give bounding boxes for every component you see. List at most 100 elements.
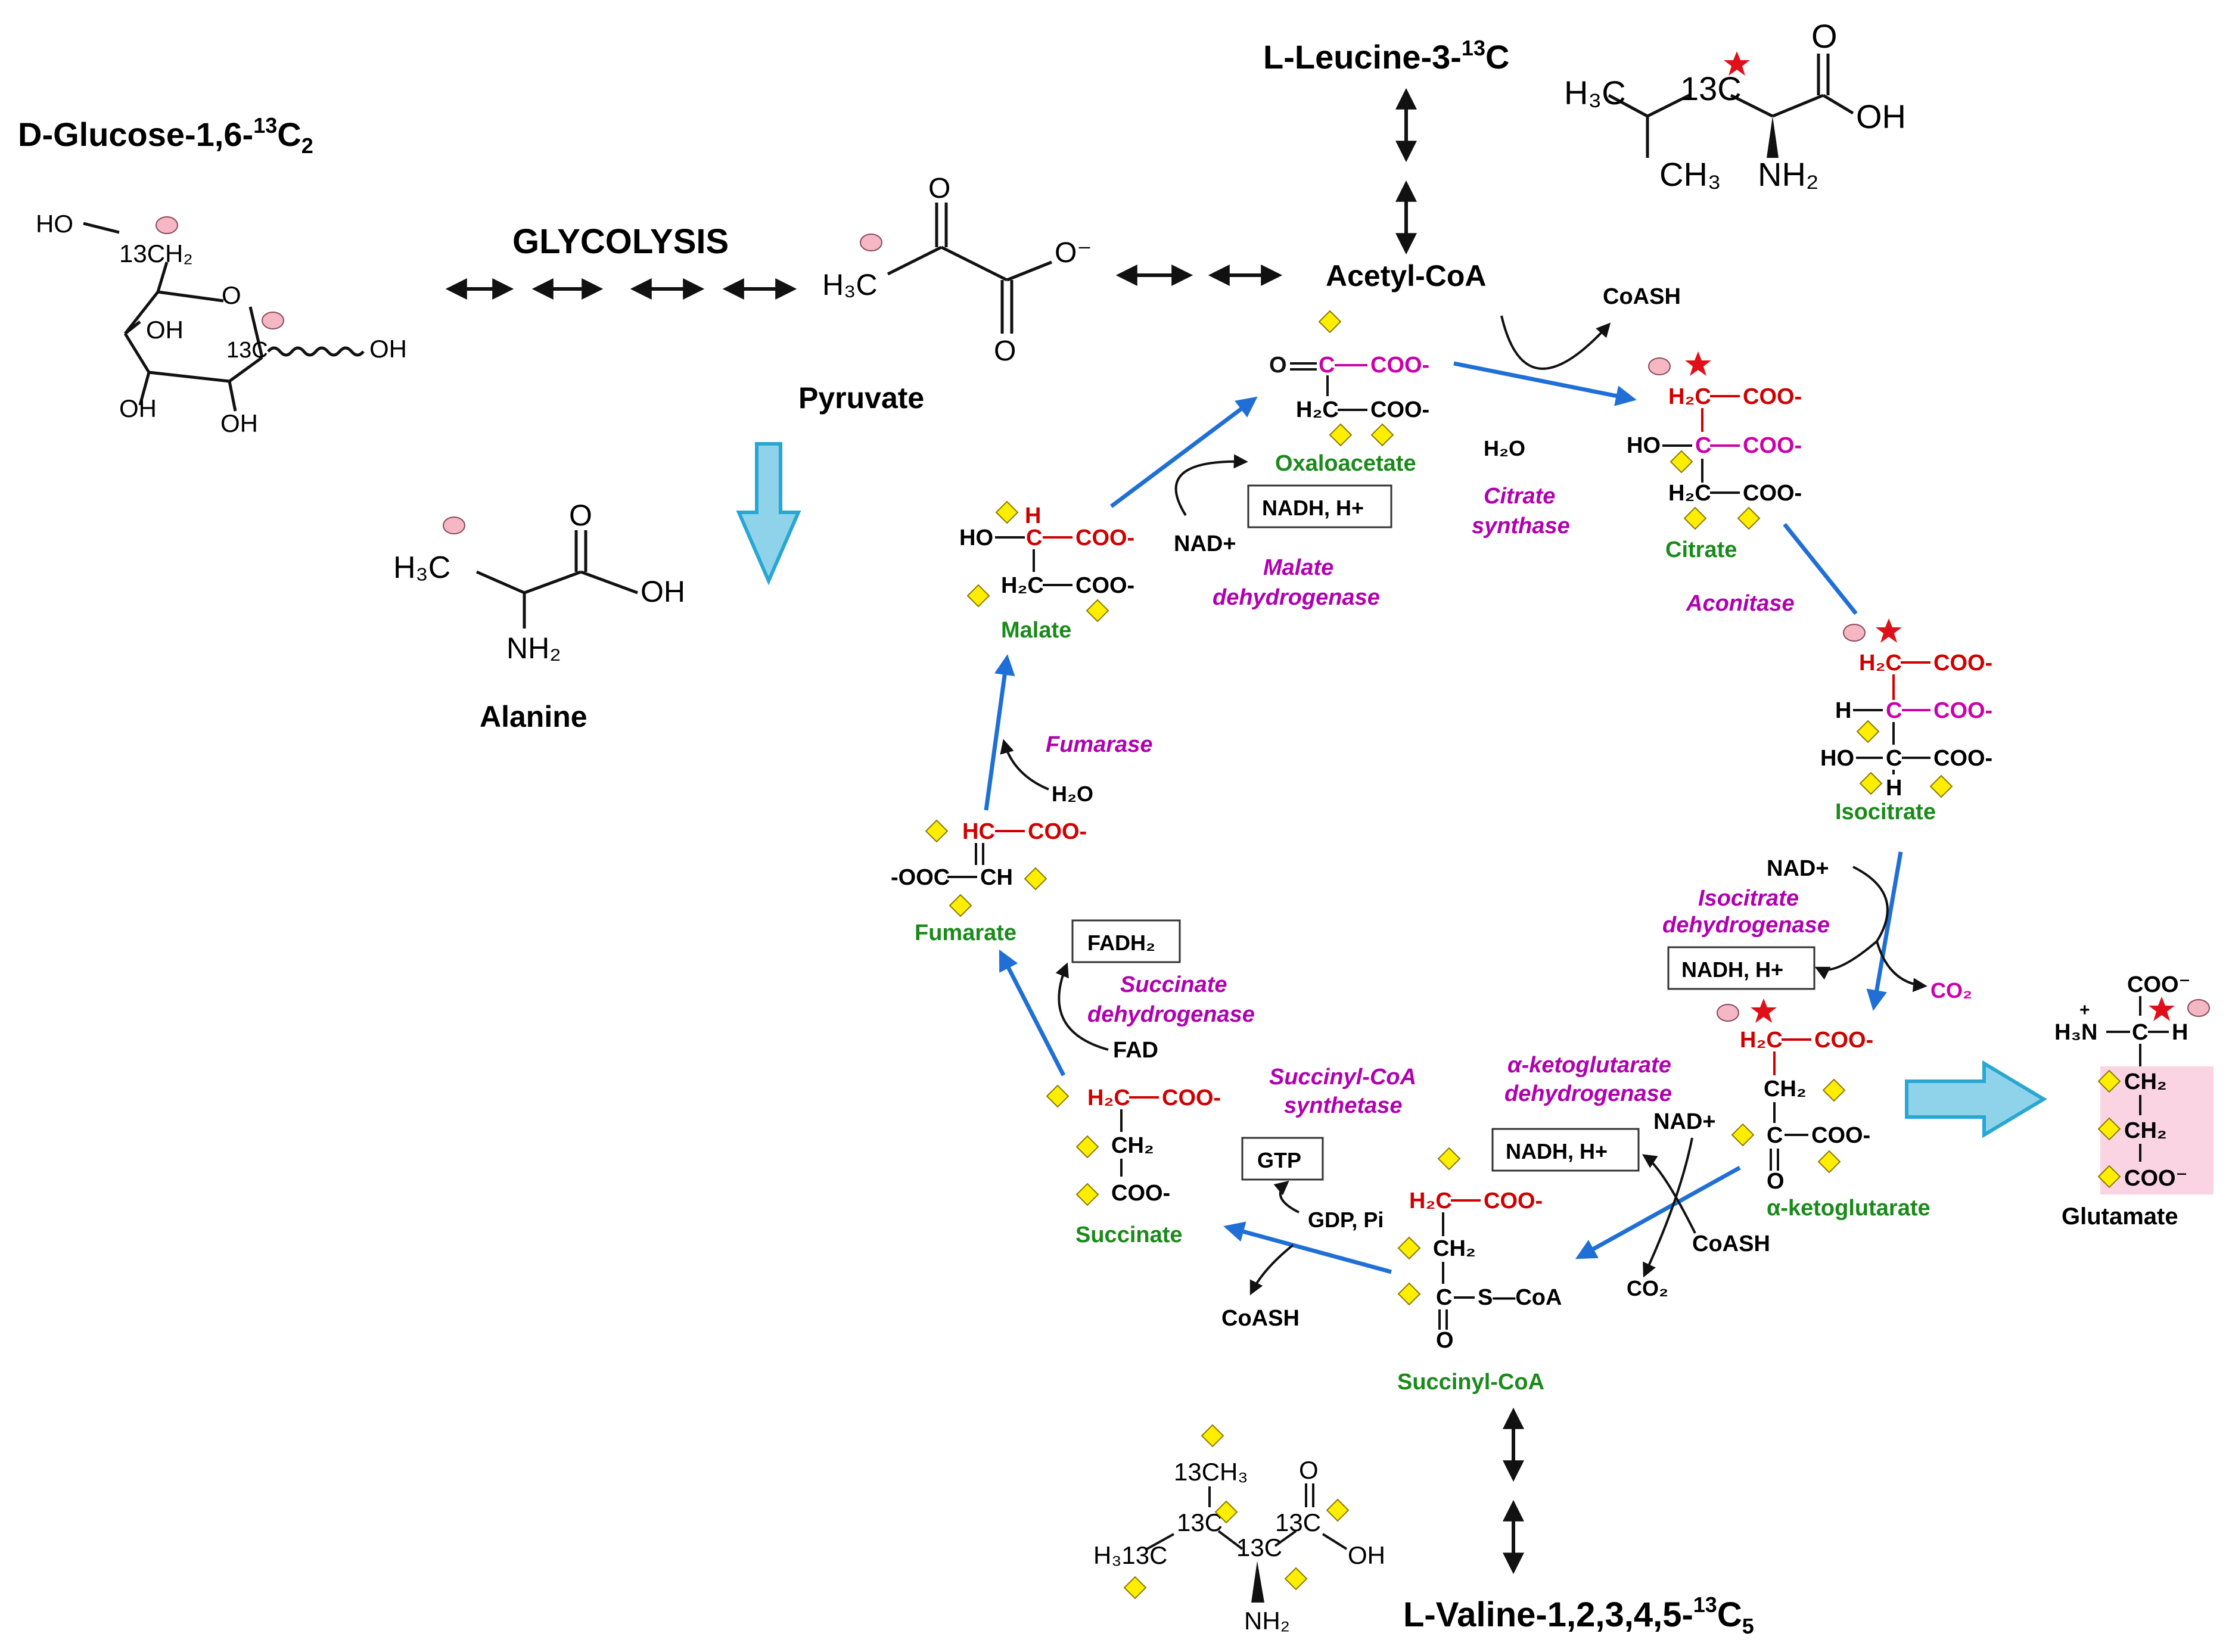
isocitrate-ho: HO xyxy=(1820,746,1854,771)
fumarate-marker-3 xyxy=(949,894,972,917)
fumarase-h2o: H₂O xyxy=(1052,782,1093,806)
isocitrate-dh-nad: NAD+ xyxy=(1767,856,1829,881)
leucine-o: O xyxy=(1811,17,1838,55)
succinylcoa-marker-top xyxy=(1438,1147,1460,1170)
malate-marker-left xyxy=(967,584,990,607)
akg-coo-top: COO- xyxy=(1814,1028,1873,1053)
succinate-name: Succinate xyxy=(1075,1222,1183,1247)
glucose-label-marker-c6 xyxy=(156,216,178,234)
oxaloacetate-name: Oxaloacetate xyxy=(1275,451,1416,476)
alanine-label-marker xyxy=(443,517,465,534)
malate-h: H xyxy=(1025,503,1041,528)
isocitrate-section: H₂C COO- H C COO- HO C COO- H Isocitrate xyxy=(1820,618,1992,825)
scs-gtp-box xyxy=(1241,1137,1324,1181)
fumarase-h2o-arrow xyxy=(1000,739,1049,791)
akg-coo-bottom: COO- xyxy=(1811,1123,1870,1148)
succinate-marker-top xyxy=(1046,1085,1069,1107)
malate-dh-nad: NAD+ xyxy=(1174,531,1236,556)
isocitrate-dh-nadh: NADH, H+ xyxy=(1681,957,1783,982)
sdh-fadh2: FADH₂ xyxy=(1087,931,1155,955)
citrate-coo-1: COO- xyxy=(1743,384,1802,409)
glutamate-coo-top: COO⁻ xyxy=(2127,972,2191,997)
valine-c1: 13C xyxy=(1275,1508,1321,1536)
sdh-fad: FAD xyxy=(1113,1038,1158,1063)
citrate-synthase-name-2: synthase xyxy=(1472,514,1570,539)
akg-dh-co2-arrow xyxy=(1643,1137,1693,1278)
malate-coo-bottom: COO- xyxy=(1075,573,1134,598)
glutamate-section: COO⁻ H₃N + C H CH₂ CH₂ COO⁻ Glutamate xyxy=(2054,972,2214,1230)
succinylcoa-c: C xyxy=(1436,1285,1452,1310)
akg-dh-co2: CO₂ xyxy=(1627,1276,1668,1301)
valine-c5: H₃13C xyxy=(1093,1541,1167,1569)
scs-name-1: Succinyl-CoA xyxy=(1269,1065,1416,1090)
cycle-arrow-succinylcoa-to-succinate xyxy=(1223,1221,1392,1274)
oxaloacetate-marker-c3 xyxy=(1329,424,1352,446)
pyruvate-keto-o: O xyxy=(928,173,950,204)
alanine-oh: OH xyxy=(641,575,685,608)
oaa-h2c: H₂C xyxy=(1296,397,1339,422)
akg-c2: C xyxy=(1767,1123,1783,1148)
fumarate-section: HC COO- -OOC CH Fumarate xyxy=(891,819,1087,945)
malate-dh-name-2: dehydrogenase xyxy=(1213,585,1380,610)
akg-dh-nadh: NADH, H+ xyxy=(1506,1139,1608,1163)
isocitrate-marker-c5 xyxy=(1930,775,1953,798)
succinylcoa-coo: COO- xyxy=(1484,1189,1543,1214)
citrate-synthase-name-1: Citrate xyxy=(1484,484,1555,509)
pyruvate-to-alanine-arrow xyxy=(736,442,801,586)
fumarate-marker-1 xyxy=(925,820,948,842)
valine-c4: 13CH₃ xyxy=(1174,1458,1248,1486)
succinylcoa-o: O xyxy=(1436,1328,1454,1353)
valine-o: O xyxy=(1299,1456,1319,1484)
akg-dh-coash: CoASH xyxy=(1692,1231,1770,1256)
valine-oh: OH xyxy=(1348,1541,1385,1569)
akg-h2c: H₂C xyxy=(1740,1028,1783,1053)
valine-marker-c1 xyxy=(1326,1499,1349,1522)
glycolysis-section: GLYCOLYSIS xyxy=(445,222,1283,300)
citrate-synthase-coash-arrow xyxy=(1500,315,1611,370)
leucine-ch3: CH₃ xyxy=(1659,155,1721,193)
akg-marker-c1 xyxy=(1818,1150,1841,1173)
glutamate-coo-bottom: COO⁻ xyxy=(2124,1166,2188,1191)
isocitrate-h2c: H₂C xyxy=(1859,651,1902,676)
succinylcoa-name: Succinyl-CoA xyxy=(1397,1370,1544,1395)
oxaloacetate-section: O C COO- H₂C COO- Oxaloacetate xyxy=(1269,310,1429,476)
citrate-c3: C xyxy=(1695,433,1711,458)
glucose-c1: 13C xyxy=(226,338,268,363)
scs-gtp: GTP xyxy=(1257,1148,1301,1172)
isocitrate-marker-c4 xyxy=(1860,772,1882,795)
succinylcoa-h2c: H₂C xyxy=(1409,1189,1452,1214)
akg-dh-name-2: dehydrogenase xyxy=(1504,1081,1672,1106)
valine-marker-c5 xyxy=(1124,1576,1146,1599)
akg-dh-name-1: α-ketoglutarate xyxy=(1507,1053,1671,1078)
pyruvate-label-marker xyxy=(860,234,882,251)
sdh-name-2: dehydrogenase xyxy=(1087,1002,1255,1027)
scs-coash: CoASH xyxy=(1221,1306,1300,1331)
citrate-leucine-marker xyxy=(1685,351,1711,376)
isocitrate-dh-nadh-arrow xyxy=(1814,866,1889,980)
leucine-title: L-Leucine-3-13C xyxy=(1263,36,1509,76)
leucine-oh: OH xyxy=(1856,98,1906,135)
succinate-marker-ch2 xyxy=(1076,1135,1099,1158)
cycle-arrow-succinate-to-fumarate xyxy=(999,949,1066,1077)
citrate-coo-2: COO- xyxy=(1743,433,1802,458)
isocitrate-dh-co2-arrow xyxy=(1876,941,1928,993)
acetyl-coa-name: Acetyl-CoA xyxy=(1326,259,1486,293)
glucose-oh-4: OH xyxy=(146,316,184,344)
isocitrate-coo-3: COO- xyxy=(1933,746,1992,771)
glutamate-plus: + xyxy=(2079,1000,2090,1020)
glucose-c6: 13CH₂ xyxy=(119,239,193,267)
malate-c: C xyxy=(1026,525,1042,550)
citrate-marker-c4 xyxy=(1684,507,1706,530)
akg-marker-c2 xyxy=(1731,1124,1754,1146)
glutamate-ch2-b: CH₂ xyxy=(2124,1118,2167,1143)
glucose-structure xyxy=(83,222,365,412)
oxaloacetate-marker-c4 xyxy=(1371,424,1394,446)
fumarase-name: Fumarase xyxy=(1046,732,1153,757)
fumarate-marker-2 xyxy=(1024,867,1047,890)
alanine-nh2: NH₂ xyxy=(506,631,561,665)
valine-marker-c4 xyxy=(1201,1424,1224,1447)
succinylcoa-marker-c xyxy=(1398,1283,1420,1305)
glucose-title: D-Glucose-1,6-13C2 xyxy=(18,113,313,158)
isocitrate-c2: C xyxy=(1886,746,1902,771)
malate-ho: HO xyxy=(959,525,993,550)
